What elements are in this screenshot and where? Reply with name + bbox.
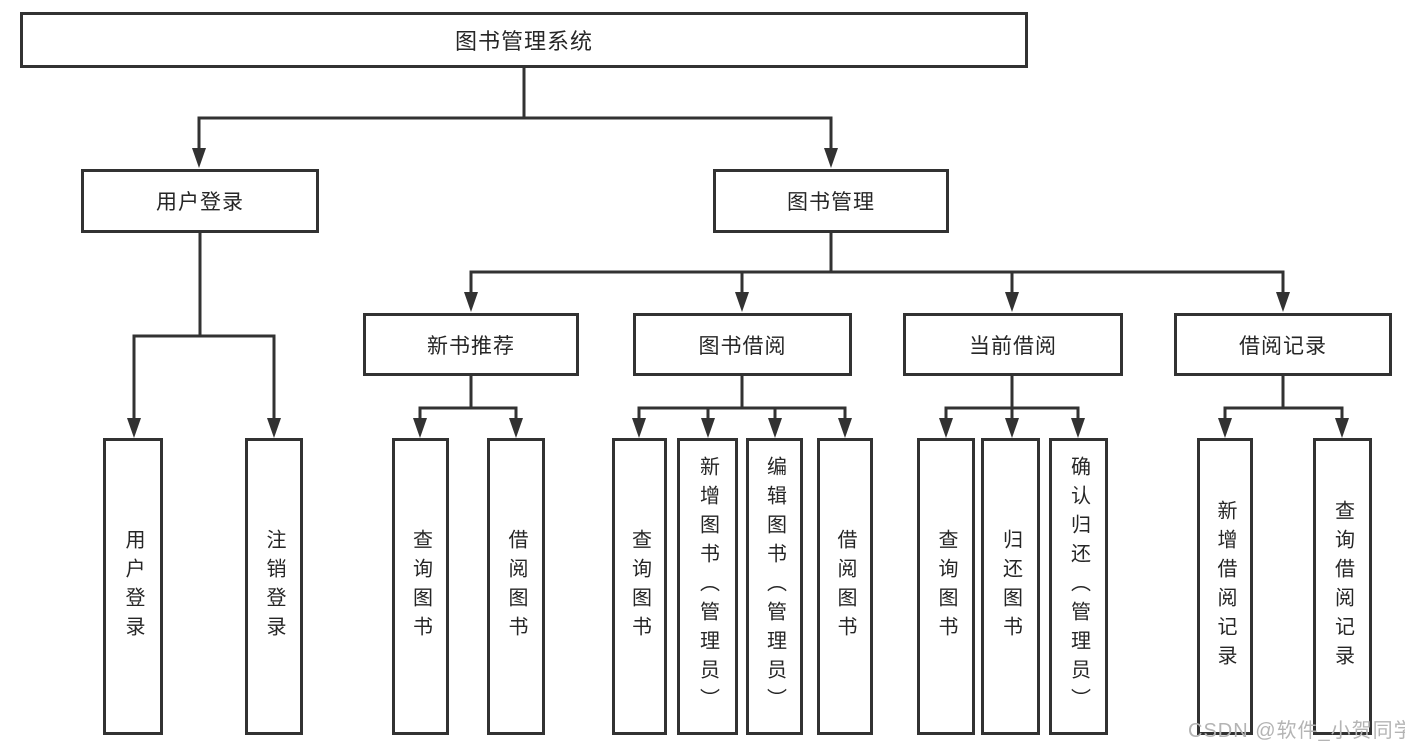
leaf-recommend-borrow-books: 借阅图书 [487, 438, 545, 735]
node-user-login-label: 用户登录 [156, 191, 244, 214]
node-new-book-recommend: 新书推荐 [363, 313, 579, 376]
node-book-borrowing-label: 图书借阅 [698, 334, 787, 358]
node-current-borrowing-label: 当前借阅 [969, 334, 1057, 358]
leaf-recommend-borrow-books-label: 借阅图书 [505, 528, 527, 645]
leaf-borrowing-query-books: 查询图书 [612, 438, 667, 735]
leaf-add-borrow-record: 新增借阅记录 [1197, 438, 1253, 735]
leaf-user-login-label: 用户登录 [122, 528, 144, 645]
node-user-login: 用户登录 [81, 169, 319, 233]
node-current-borrowing: 当前借阅 [903, 313, 1123, 376]
leaf-confirm-return-admin-label: 确认归还（管理员） [1067, 456, 1090, 717]
node-borrowing-records-label: 借阅记录 [1239, 334, 1327, 358]
leaf-return-book: 归还图书 [981, 438, 1040, 735]
leaf-recommend-query-books-label: 查询图书 [409, 528, 432, 645]
node-new-book-recommend-label: 新书推荐 [427, 334, 515, 358]
leaf-logout: 注销登录 [245, 438, 303, 735]
leaf-borrow-book: 借阅图书 [817, 438, 873, 735]
leaf-query-borrow-record-label: 查询借阅记录 [1331, 499, 1354, 674]
node-borrowing-records: 借阅记录 [1174, 313, 1392, 376]
leaf-current-query-books-label: 查询图书 [935, 528, 957, 645]
leaf-add-book-admin-label: 新增图书（管理员） [696, 456, 719, 717]
leaf-return-book-label: 归还图书 [999, 528, 1022, 645]
leaf-add-book-admin: 新增图书（管理员） [677, 438, 738, 735]
watermark: CSDN @软件_小贺同学 [1188, 720, 1405, 742]
node-book-management-label: 图书管理 [787, 191, 875, 214]
leaf-confirm-return-admin: 确认归还（管理员） [1049, 438, 1108, 735]
leaf-edit-book-admin: 编辑图书（管理员） [746, 438, 803, 735]
node-book-management: 图书管理 [713, 169, 949, 233]
leaf-query-borrow-record: 查询借阅记录 [1313, 438, 1372, 735]
leaf-edit-book-admin-label: 编辑图书（管理员） [763, 456, 786, 717]
leaf-add-borrow-record-label: 新增借阅记录 [1214, 499, 1236, 674]
node-root: 图书管理系统 [20, 12, 1028, 68]
leaf-user-login: 用户登录 [103, 438, 163, 735]
leaf-borrow-book-label: 借阅图书 [834, 528, 856, 645]
leaf-recommend-query-books: 查询图书 [392, 438, 449, 735]
leaf-current-query-books: 查询图书 [917, 438, 975, 735]
leaf-borrowing-query-books-label: 查询图书 [628, 528, 651, 645]
node-book-borrowing: 图书借阅 [633, 313, 852, 376]
leaf-logout-label: 注销登录 [263, 528, 285, 645]
node-root-label: 图书管理系统 [454, 29, 593, 54]
